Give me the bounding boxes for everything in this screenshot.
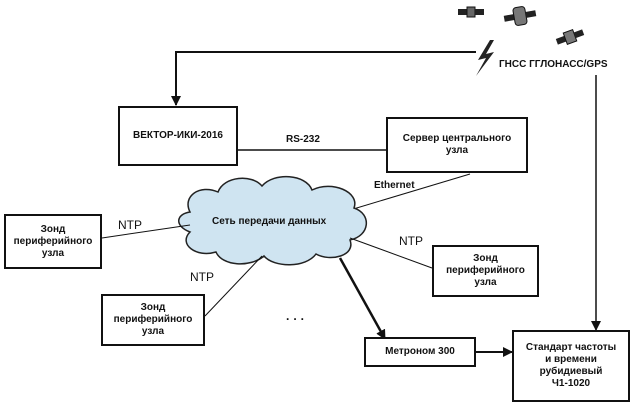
probe-right-node: Зонд периферийного узла	[432, 245, 539, 297]
ntp-left-label: NTP	[118, 218, 142, 232]
cloud-shape	[178, 175, 367, 266]
rs232-label: RS-232	[286, 134, 320, 145]
probe-left-node: Зонд периферийного узла	[4, 214, 102, 269]
ntp-right-line	[349, 237, 433, 269]
ethernet-label: Ethernet	[374, 180, 415, 191]
ntp-left-line	[101, 224, 191, 239]
ntp-bottom-line	[204, 255, 263, 317]
metronom-node: Метроном 300	[364, 337, 476, 367]
signal-bolt-icon	[476, 40, 494, 76]
satellite-icon	[458, 6, 484, 18]
cloud-to-metronom-line	[338, 257, 387, 340]
satellite-icon	[555, 29, 585, 45]
standard-node: Стандарт частоты и времени рубидиевый Ч1…	[512, 330, 630, 402]
ntp-bottom-label: NTP	[190, 270, 214, 284]
gnss-to-vektor-line	[171, 51, 476, 106]
ethernet-line	[349, 173, 471, 211]
vektor-node: ВЕКТОР-ИКИ-2016	[118, 106, 238, 166]
probe-bottom-node: Зонд периферийного узла	[101, 294, 205, 346]
cloud-label: Сеть передачи данных	[212, 216, 327, 227]
ellipsis-label: · · ·	[286, 312, 305, 326]
gnss-label: ГНСС ГГЛОНАСС/GPS	[499, 59, 608, 70]
server-node: Сервер центрального узла	[386, 117, 528, 173]
satellite-icon	[503, 6, 537, 26]
ntp-right-label: NTP	[399, 234, 423, 248]
